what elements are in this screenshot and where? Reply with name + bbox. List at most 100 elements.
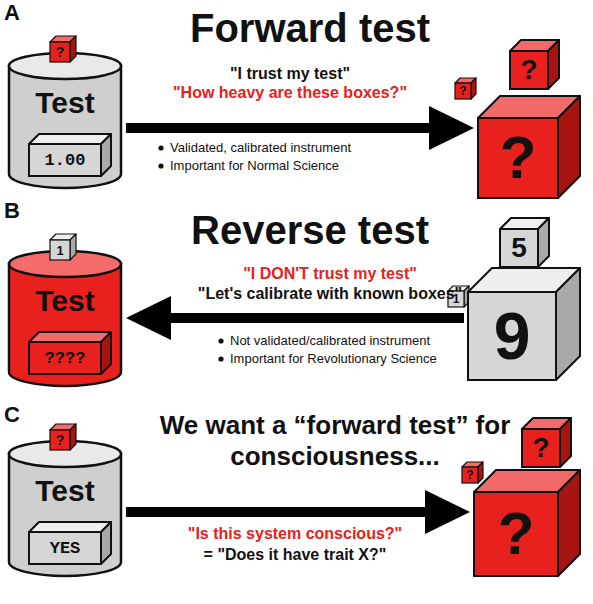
known-box: 1 (50, 234, 76, 260)
weight-box: YES (29, 522, 111, 564)
box-label: ? (520, 56, 537, 84)
box-label: YES (50, 540, 81, 557)
box-label: 1 (56, 244, 63, 257)
box-label: ? (56, 45, 65, 59)
text-holder: ? (522, 429, 560, 467)
bullet-dot (218, 338, 223, 343)
box-label: ? (56, 433, 65, 447)
text-holder: 1.00 (29, 144, 101, 176)
box-label: ? (532, 434, 549, 462)
box-label: 5 (511, 234, 527, 262)
cylinder-label: Test (35, 476, 94, 506)
bullet-text: Not validated/calibrated instrument (230, 333, 470, 349)
box-side-face (538, 218, 549, 267)
text-holder: ? (50, 430, 70, 450)
unknown-box: ? (50, 424, 76, 450)
box-side-face (560, 418, 571, 467)
box-top-face (29, 332, 111, 342)
unknown-box: ? (462, 462, 483, 483)
box-top-face (29, 134, 111, 144)
panel-letter: B (4, 198, 34, 224)
panel-title: Forward test (150, 4, 470, 52)
box-top-face (29, 522, 111, 532)
big-arrow (156, 313, 464, 323)
panel-letter: C (4, 402, 34, 428)
goal-text: We want a “forward test” for consciousne… (150, 410, 520, 472)
box-side-face (70, 424, 76, 450)
bullet-text: Important for Revolutionary Science (230, 351, 470, 367)
text-holder: ? (455, 83, 471, 99)
box-front-face (500, 229, 538, 267)
box-front-face (50, 42, 70, 62)
box-label: ???? (45, 350, 86, 367)
text-holder: Test (8, 284, 122, 318)
box-front-face (29, 342, 101, 374)
box-front-face (478, 118, 558, 198)
weight-box: ???? (29, 332, 111, 374)
box-side-face (478, 462, 483, 483)
box-side-face (548, 40, 559, 89)
known-box: 9 (468, 268, 580, 380)
big-arrow (126, 507, 440, 517)
text-holder: 9 (468, 292, 556, 380)
quote-text: "I DON'T trust my test" (160, 264, 500, 283)
unknown-box: ? (50, 36, 76, 62)
known-box: 5 (500, 218, 549, 267)
text-holder: 1 (50, 240, 70, 260)
text-holder: ? (478, 118, 558, 198)
box-front-face (50, 240, 70, 260)
bullet-dot (158, 145, 163, 150)
box-side-face (471, 78, 476, 99)
box-label: ? (466, 469, 473, 481)
box-front-face (455, 83, 471, 99)
text-holder: ???? (29, 342, 101, 374)
definition-text: = "Does it have trait X?" (135, 545, 455, 564)
box-side-face (556, 268, 580, 380)
panel-letter: A (4, 0, 34, 26)
text-holder: ? (510, 51, 548, 89)
box-label: ? (500, 128, 537, 188)
box-front-face (29, 532, 101, 564)
unknown-box: ? (522, 418, 571, 467)
big-arrow (126, 123, 444, 133)
box-front-face (50, 430, 70, 450)
box-side-face (70, 36, 76, 62)
box-label: 1.00 (45, 152, 86, 169)
test-cylinder: 1.00 Test (8, 52, 122, 188)
cylinder-body (9, 264, 121, 386)
text-holder: Test (8, 474, 122, 508)
unknown-box: ? (478, 96, 580, 198)
quote-text: "Let's calibrate with known boxes" (160, 284, 500, 303)
box-front-face (462, 467, 478, 483)
box-label: ? (498, 504, 535, 564)
unknown-box: ? (474, 470, 580, 576)
weight-box: 1.00 (29, 134, 111, 176)
box-side-face (70, 234, 76, 260)
box-side-face (558, 96, 580, 198)
cylinder-label: Test (35, 88, 94, 118)
text-holder: 5 (500, 229, 538, 267)
text-holder: Test (8, 86, 122, 120)
cylinder-label: Test (35, 286, 94, 316)
panel-title: Reverse test (150, 206, 470, 254)
box-label: ? (459, 85, 466, 97)
text-holder: ? (50, 42, 70, 62)
box-front-face (29, 144, 101, 176)
box-front-face (510, 51, 548, 89)
test-cylinder: ???? Test (8, 250, 122, 386)
box-side-face (558, 470, 580, 576)
cylinder-body (9, 66, 121, 188)
unknown-box: ? (510, 40, 559, 89)
box-front-face (474, 492, 558, 576)
bullet-text: Important for Normal Science (170, 158, 420, 174)
text-holder: ? (474, 492, 558, 576)
bullet-dot (158, 163, 163, 168)
box-front-face (522, 429, 560, 467)
text-holder: YES (29, 532, 101, 564)
text-holder: ? (462, 467, 478, 483)
cylinder-body (9, 454, 121, 576)
bullet-dot (218, 356, 223, 361)
question-text: "Is this system conscious?" (135, 524, 455, 543)
unknown-box: ? (455, 78, 476, 99)
